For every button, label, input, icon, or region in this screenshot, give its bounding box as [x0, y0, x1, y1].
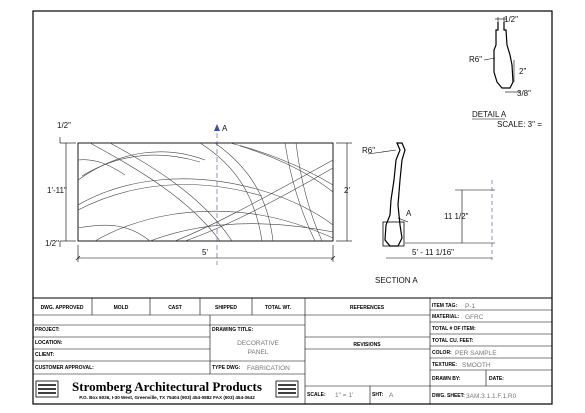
- tb-header-total-wt: TOTAL WT.: [265, 305, 292, 311]
- tb-texture-value: SMOOTH: [462, 362, 491, 369]
- tb-scale-value: 1" = 1': [335, 392, 353, 399]
- company-logo-left: [35, 380, 59, 398]
- front-elevation: 5' 1'-11" 1/2" 1/2" 2' A: [45, 121, 352, 265]
- company-name: Stromberg Architectural Products: [72, 379, 262, 394]
- tb-drawing-title-line1: DECORATIVE: [237, 340, 279, 347]
- tb-header-shipped: SHIPPED: [215, 305, 237, 311]
- company-logo-right: [275, 380, 299, 398]
- detail-a: 1/2" R6" 2" 3/8" DETAIL A SCALE: 3" =: [469, 15, 542, 129]
- tb-drawn-by-label: DRAWN BY:: [432, 376, 461, 382]
- tb-type-dwg-value: FABRICATION: [247, 365, 290, 372]
- sheet-border: [32, 10, 553, 405]
- section-cut-arrow: [214, 124, 220, 131]
- panel-pattern: [77, 142, 334, 242]
- section-a: R6" A 11 1/2" 5' - 11 1/16" SECTION A: [362, 142, 495, 285]
- tb-type-dwg-label: TYPE DWG:: [212, 365, 241, 371]
- detail-bottom-dim-label: 3/8": [517, 89, 531, 98]
- tb-revisions-label: REVISIONS: [353, 342, 381, 348]
- tb-references-label: REFERENCES: [350, 305, 385, 311]
- detail-title: DETAIL A: [472, 110, 507, 119]
- bottom-offset-label: 1/2": [45, 239, 59, 248]
- top-offset-label: 1/2": [57, 121, 71, 130]
- section-base: [382, 221, 405, 247]
- tb-dwg-sheet-value: 3AM.3.1.1.F.1.R0: [466, 393, 517, 400]
- tb-date-label: DATE:: [489, 376, 504, 382]
- tb-scale-label: SCALE:: [307, 392, 326, 398]
- tb-header-cast: CAST: [168, 305, 182, 311]
- tb-header-mold: MOLD: [114, 305, 129, 311]
- tb-drawing-title-line2: PANEL: [248, 349, 269, 356]
- detail-scale: SCALE: 3" =: [497, 120, 542, 129]
- tb-color-label: COLOR:: [432, 350, 452, 356]
- width-ticks: [75, 255, 336, 261]
- section-depth-label: 11 1/2": [444, 212, 469, 221]
- section-cut-marker: A: [222, 124, 228, 133]
- tb-total-items-label: TOTAL # OF ITEM:: [432, 326, 476, 332]
- tb-client-label: CLIENT:: [35, 352, 55, 358]
- detail-top-dim-label: 1/2": [504, 15, 518, 24]
- tb-material-label: MATERIAL:: [432, 314, 459, 320]
- tb-sht-value: A: [389, 392, 394, 399]
- tb-item-tag-label: ITEM TAG:: [432, 303, 458, 309]
- left-height-label: 1'-11": [47, 186, 67, 195]
- section-profile: [384, 142, 406, 247]
- tb-item-tag-value: P-1: [465, 303, 476, 310]
- tb-dwg-sheet-label: DWG. SHEET:: [432, 393, 465, 399]
- right-height-label: 2': [344, 186, 350, 195]
- title-block: DWG. APPROVED MOLD CAST SHIPPED TOTAL WT…: [32, 297, 553, 405]
- tb-header-approved: DWG. APPROVED: [41, 305, 84, 311]
- section-detail-marker: A: [406, 209, 412, 218]
- section-width-label: 5' - 11 1/16": [412, 248, 454, 257]
- detail-radius-label: R6": [469, 55, 482, 64]
- detail-profile: [493, 22, 514, 89]
- tb-texture-label: TEXTURE:: [432, 362, 457, 368]
- detail-mid-dim-label: 2": [519, 67, 526, 76]
- company-address: P.O. Box 6036, I-30 West, Greenville, TX…: [79, 395, 255, 400]
- tb-sht-label: SHT:: [372, 392, 383, 398]
- tb-total-cu-label: TOTAL CU. FEET:: [432, 338, 474, 344]
- tb-material-value: GFRC: [465, 314, 484, 321]
- tb-drawing-title-label: DRAWING TITLE:: [212, 327, 253, 333]
- section-detail-leader: [397, 217, 409, 223]
- section-radius-label: R6": [362, 146, 375, 155]
- title-block-frame: [32, 297, 553, 405]
- detail-radius-leader: [483, 57, 496, 61]
- tb-customer-approval-label: CUSTOMER APPROVAL:: [35, 365, 94, 371]
- tb-color-value: PER SAMPLE: [455, 350, 497, 357]
- tb-project-label: PROJECT:: [35, 327, 60, 333]
- width-dim-label: 5': [202, 248, 208, 257]
- section-title: SECTION A: [375, 276, 418, 285]
- section-radius-leader: [367, 149, 397, 155]
- tb-location-label: LOCATION:: [35, 340, 63, 346]
